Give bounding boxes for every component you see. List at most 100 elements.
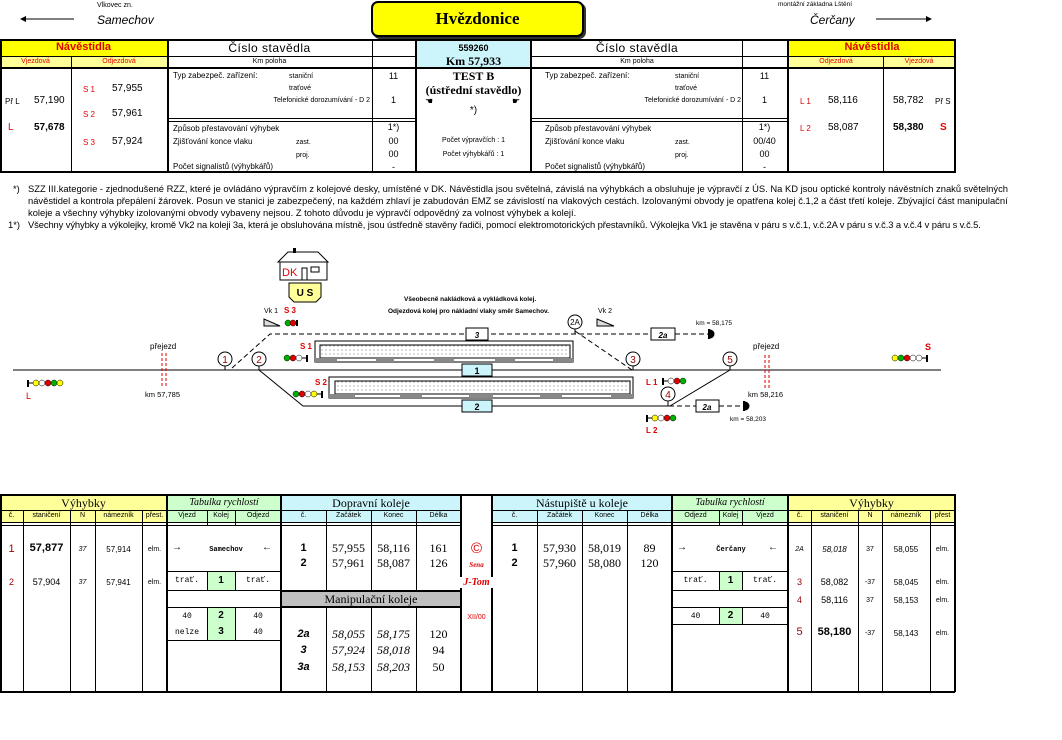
signal-km: 58,782 xyxy=(893,95,924,106)
switch-4: 4 xyxy=(660,386,676,406)
cell: 58,055 xyxy=(893,545,919,554)
dispatchers-count: Počet výpravčích : 1 xyxy=(441,137,506,144)
label: staniční xyxy=(289,73,314,80)
cell: 2 xyxy=(300,557,307,569)
value: - xyxy=(392,162,395,172)
note-mark: *) xyxy=(13,183,20,194)
col-header: Vjezdová xyxy=(904,58,934,65)
signal-km: 57,190 xyxy=(34,95,65,106)
cell: 58,045 xyxy=(893,578,919,587)
dk-label: DK xyxy=(282,267,298,279)
signal-s3-icon xyxy=(284,319,298,327)
col-header: přest xyxy=(934,512,951,519)
signal-name: Př L xyxy=(5,97,20,106)
label: Způsob přestavování výhybek xyxy=(173,124,280,133)
date-label: XII/00 xyxy=(467,614,486,621)
signal-l1-icon xyxy=(662,377,687,385)
switch-1: 1 xyxy=(217,351,233,370)
cell: 126 xyxy=(429,556,448,570)
stavedlo-test: TEST B xyxy=(452,69,495,83)
copyright-mark: © xyxy=(470,540,483,557)
cell: 37 xyxy=(78,579,87,586)
cell: 58,080 xyxy=(588,556,621,570)
signal-l1-label: L 1 xyxy=(646,378,658,387)
svg-text:2: 2 xyxy=(256,355,262,366)
svg-text:1: 1 xyxy=(222,355,228,366)
label: Typ zabezpeč. zařízení: xyxy=(545,71,630,80)
signal-l2-icon xyxy=(646,414,677,422)
svg-text:2a: 2a xyxy=(658,331,668,340)
derailer-icon xyxy=(263,318,281,327)
cell: 2a xyxy=(297,628,310,640)
label: zast. xyxy=(296,139,311,146)
svg-text:1: 1 xyxy=(474,366,479,376)
crossing-label: přejezd xyxy=(150,342,176,351)
label: proj. xyxy=(296,152,310,159)
value: 00 xyxy=(759,149,770,159)
track-3-desc2: Odjezdová kolej pro nákladní vlaky směr … xyxy=(388,308,549,315)
label: Způsob přestavování výhybek xyxy=(545,124,652,133)
label: Počet signalistů (výhybkářů) xyxy=(545,162,646,171)
cell: trať. xyxy=(752,576,777,585)
note-line: SZZ III.kategorie - zjednodušené RZZ, kt… xyxy=(28,183,1008,194)
label: traťové xyxy=(675,85,698,92)
cell: 37 xyxy=(78,546,87,553)
cell: elm. xyxy=(935,630,950,637)
col-header: Kolej xyxy=(722,512,739,519)
signal-s-label: S xyxy=(925,342,931,352)
col-header: přest. xyxy=(145,512,164,519)
signal-name: S 1 xyxy=(83,85,96,94)
cell: 40 xyxy=(253,612,263,621)
cell: 2 xyxy=(511,557,518,569)
right-sub-station: montážní základna Lštění xyxy=(778,1,853,8)
col-header: staničení xyxy=(820,512,849,519)
cell: 57,955 xyxy=(332,541,365,555)
signal-name: L xyxy=(8,122,14,133)
signal-s2-label: S 2 xyxy=(315,378,328,387)
cell: 58,153 xyxy=(893,596,919,605)
cell: elm. xyxy=(147,546,162,553)
cell: 1 xyxy=(300,542,307,554)
col-header: č. xyxy=(511,512,518,519)
cell: 57,941 xyxy=(106,578,131,587)
switch-5: 5 xyxy=(722,351,738,370)
col-header: Odjezd xyxy=(246,512,270,519)
right-signals-title: Návěstidla xyxy=(844,41,900,53)
track-2a-end-km: km = 58,203 xyxy=(730,416,766,423)
section-title: Tabulka rychlostí xyxy=(189,497,259,508)
km-label: Km poloha xyxy=(252,58,287,65)
track-3-desc: Všeobecně nakládková a vykládková kolej. xyxy=(404,296,536,303)
cell: 2 xyxy=(727,610,734,621)
hand-pointer-icon: ☛ xyxy=(512,96,521,106)
label: Zjišťování konce vlaku xyxy=(173,137,253,146)
col-header: Začátek xyxy=(336,512,361,519)
platform-2 xyxy=(328,376,634,399)
track-3-end-km: km = 58,175 xyxy=(696,320,732,327)
signal-s-icon xyxy=(891,354,928,362)
note-mark: 1*) xyxy=(8,219,20,230)
col-header: Odjezdová xyxy=(819,58,853,65)
col-header: Konec xyxy=(594,512,615,519)
cell: 58,018 xyxy=(377,643,410,657)
col-header: N xyxy=(79,512,86,519)
cell: 120 xyxy=(640,556,659,570)
cell: 57,914 xyxy=(106,545,131,554)
signal-name: L 1 xyxy=(800,97,811,106)
section-title: Výhybky xyxy=(61,496,106,510)
value: 1*) xyxy=(758,122,771,132)
cell: 58,116 xyxy=(821,595,848,605)
value: 1*) xyxy=(387,122,400,132)
cell: 1 xyxy=(218,575,224,586)
stavedlo-type: (ústřední stavědlo) xyxy=(425,83,522,97)
cell: 58,019 xyxy=(588,541,621,555)
info-title: Číslo stavědla xyxy=(228,41,311,55)
col-header: Délka xyxy=(429,512,448,519)
col-header: Odjezdová xyxy=(102,58,136,65)
signal-km: 58,087 xyxy=(828,122,859,133)
cell: 3 xyxy=(218,626,224,637)
label: Zjišťování konce vlaku xyxy=(545,137,625,146)
cell: 58,175 xyxy=(377,627,410,641)
col-header: Začátek xyxy=(547,512,572,519)
cell: 161 xyxy=(429,541,448,555)
signal-km: 57,678 xyxy=(34,122,65,133)
